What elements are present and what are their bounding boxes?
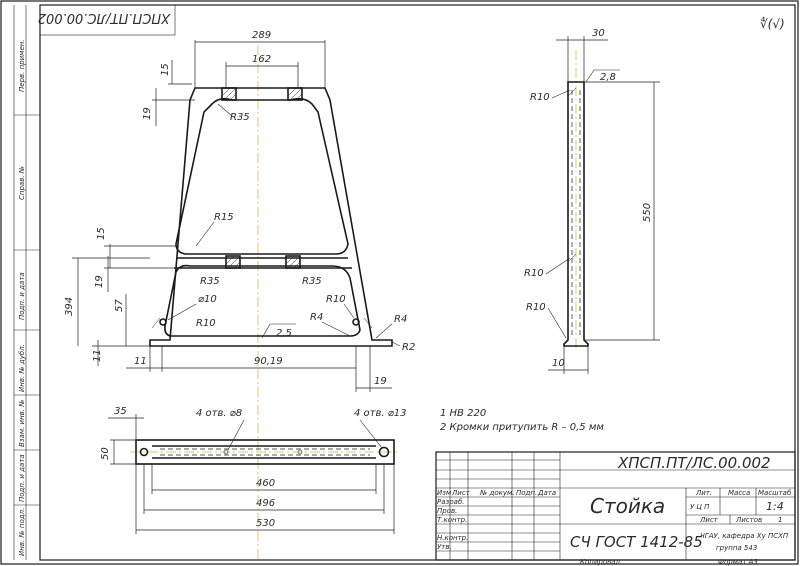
part-name: Стойка xyxy=(590,494,665,518)
plan-view: 35 4 отв. ⌀8 4 отв. ⌀13 50 460 496 530 xyxy=(100,406,406,534)
dim-460: 460 xyxy=(256,478,275,489)
dim-19-foot: 19 xyxy=(374,376,387,387)
dim-15-mid: 15 xyxy=(96,227,107,240)
radius-r10-bottom: R10 xyxy=(526,302,546,313)
material: СЧ ГОСТ 1412-85 xyxy=(570,533,703,551)
dim-35: 35 xyxy=(114,406,127,417)
col-mass: Масса xyxy=(728,489,750,497)
dim-90-19: 90,19 xyxy=(254,356,283,367)
corner-code: ХПСП.ПТ/ЛС.00.002 xyxy=(38,10,171,25)
radius-r35-left: R35 xyxy=(200,276,220,287)
margin-label: Подп. и дата xyxy=(18,454,26,502)
radius-r10-mid: R10 xyxy=(524,268,544,279)
sheet-label: Лист xyxy=(699,516,719,524)
inner-frame xyxy=(39,4,796,561)
dim-hole-10: ⌀10 xyxy=(198,294,217,305)
margin-label: Инв. № подл. xyxy=(18,508,26,556)
dim-550: 550 xyxy=(642,203,653,222)
dim-50: 50 xyxy=(100,447,111,460)
col-scale: Масштаб xyxy=(758,489,792,497)
margin-label: Подп. и дата xyxy=(18,272,26,320)
left-margin-strip: Перв. примен. Справ. № Подп. и дата Инв.… xyxy=(13,5,40,560)
format-label: Формат А3 xyxy=(718,558,758,566)
row-nkontr: Н.контр. xyxy=(437,534,468,542)
radius-r10-right: R10 xyxy=(326,294,346,305)
radius-r2: R2 xyxy=(402,342,415,353)
title-block: ХПСП.ПТ/ЛС.00.002 Изм Лист № докум. Подп… xyxy=(435,451,796,561)
radius-r10-left: R10 xyxy=(196,318,216,329)
margin-label: Перв. примен. xyxy=(18,39,26,92)
scale-value: 1:4 xyxy=(766,500,784,513)
row-tkontr: Т.контр. xyxy=(437,516,467,524)
hdr-doc: № докум. xyxy=(479,489,515,497)
rough-2-5: 2,5 xyxy=(276,328,292,339)
corner-code-box: ХПСП.ПТ/ЛС.00.002 xyxy=(38,4,176,36)
radius-r10-top: R10 xyxy=(530,92,550,103)
side-view: 30 2,8 R10 550 R10 R10 10 xyxy=(524,28,660,374)
holes-8: 4 отв. ⌀8 xyxy=(196,408,242,419)
radius-r4-b: R4 xyxy=(394,314,407,325)
copied-label: Копировал xyxy=(580,558,621,566)
roughness-mark: ∜(√) xyxy=(760,16,785,31)
dim-57: 57 xyxy=(114,299,125,312)
dim-10: 10 xyxy=(552,358,565,369)
lit-value: У Ц П xyxy=(690,503,710,511)
title-designation: ХПСП.ПТ/ЛС.00.002 xyxy=(617,454,771,472)
dim-162: 162 xyxy=(252,54,271,65)
row-razrab: Разраб. xyxy=(437,498,465,506)
col-lit: Лит. xyxy=(695,489,712,497)
rough-2-8: 2,8 xyxy=(600,72,616,83)
margin-label: Взам. инв. № xyxy=(18,399,26,447)
dim-19-top: 19 xyxy=(142,107,153,120)
radius-r35-right: R35 xyxy=(302,276,322,287)
front-view: 289 162 15 19 R35 R15 15 19 R35 R35 394 … xyxy=(64,30,415,560)
margin-label: Справ. № xyxy=(18,166,26,200)
dim-394: 394 xyxy=(64,297,75,316)
hdr-izm: Изм xyxy=(437,489,452,497)
hdr-sign: Подп. xyxy=(516,489,537,497)
dim-496: 496 xyxy=(256,498,275,509)
dim-11-thick: 11 xyxy=(92,349,103,362)
dim-19-mid: 19 xyxy=(94,275,105,288)
radius-r35-top: R35 xyxy=(230,112,250,123)
row-prov: Пров. xyxy=(437,507,457,515)
radius-r4-a: R4 xyxy=(310,312,323,323)
radius-r15: R15 xyxy=(214,212,234,223)
dim-11-foot: 11 xyxy=(134,356,147,367)
org-line-1: ЧГАУ, кафедра Ху ПСХП xyxy=(700,532,789,540)
note-1: 1 НВ 220 xyxy=(440,408,486,419)
hdr-list: Лист xyxy=(451,489,471,497)
margin-label: Инв. № дубл. xyxy=(18,344,26,392)
org-line-2: группа 543 xyxy=(716,544,757,552)
sheets-value: 1 xyxy=(778,516,782,524)
dim-15-top: 15 xyxy=(160,63,171,76)
dim-530: 530 xyxy=(256,518,275,529)
sheets-label: Листов xyxy=(735,516,762,524)
hdr-date: Дата xyxy=(537,489,556,497)
holes-13: 4 отв. ⌀13 xyxy=(354,408,406,419)
dim-30: 30 xyxy=(592,28,605,39)
dim-289: 289 xyxy=(252,30,271,41)
row-utv: Утв. xyxy=(437,543,452,551)
note-2: 2 Кромки притупить R – 0,5 мм xyxy=(440,422,604,433)
